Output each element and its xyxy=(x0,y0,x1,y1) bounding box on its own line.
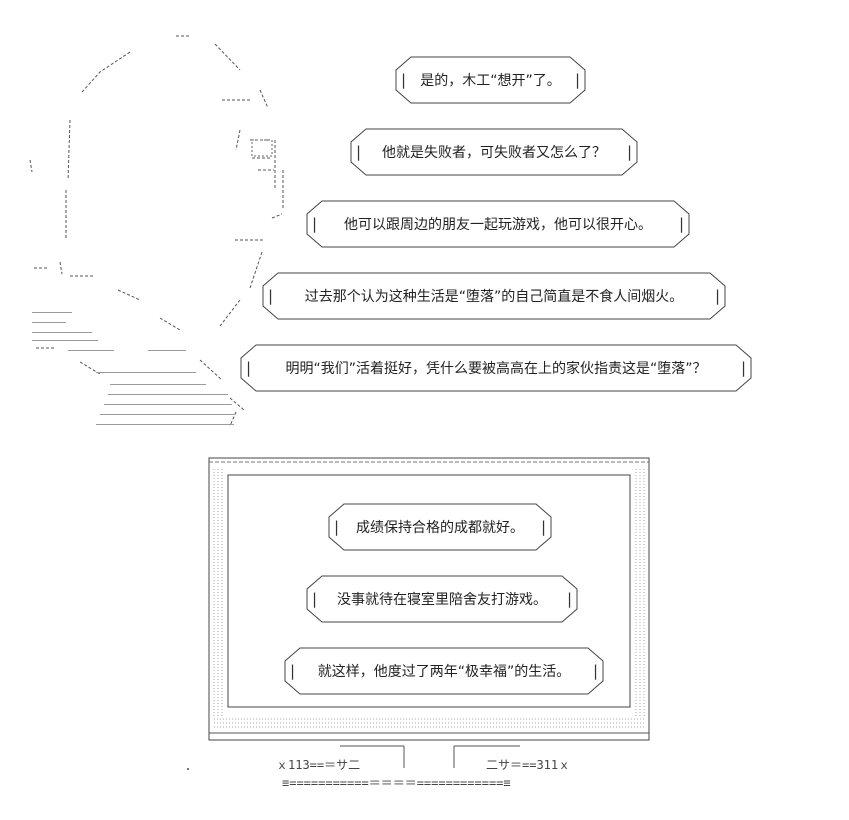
bubble-right-bar: | xyxy=(678,215,684,233)
bubble-outline-icon xyxy=(262,272,726,320)
bubble-outline-icon xyxy=(395,56,586,104)
bubble-text: 他就是失败者，可失败者又怎么了？ xyxy=(382,145,606,161)
bubble-left-bar: | xyxy=(290,662,296,680)
bubble-right-bar: | xyxy=(740,359,746,377)
bubble-text: 成绩保持合格的成都就好。 xyxy=(356,520,524,536)
panel-bubble-1: | | 成绩保持合格的成都就好。 xyxy=(328,503,552,551)
bubble-right-bar: | xyxy=(714,287,720,305)
bubble-right-bar: | xyxy=(566,590,572,608)
bubble-text: 是的，木工“想开”了。 xyxy=(420,73,561,89)
bubble-text: 过去那个认为这种生活是“堕落”的自己简直是不食人间烟火。 xyxy=(304,289,684,305)
bubble-text: 就这样，他度过了两年“极幸福”的生活。 xyxy=(317,664,571,680)
bubble-text: 明明“我们”活着挺好，凭什么要被高高在上的家伙指责这是“堕落”？ xyxy=(285,361,707,377)
bubble-left-bar: | xyxy=(312,215,318,233)
bubble-outline-icon xyxy=(284,647,604,695)
bubble-outline-icon xyxy=(306,575,578,623)
bubble-left-bar: | xyxy=(312,590,318,608)
framed-panel: | | 成绩保持合格的成都就好。 | | 没事就待在寝室里陪舍友打游戏。 | |… xyxy=(208,457,650,744)
bubble-outline-icon xyxy=(306,200,690,248)
bubble-outline-icon xyxy=(328,503,552,551)
bubble-text: 没事就待在寝室里陪舍友打游戏。 xyxy=(337,592,547,608)
bubble-left-bar: | xyxy=(268,287,274,305)
speech-bubble-5: | | 明明“我们”活着挺好，凭什么要被高高在上的家伙指责这是“堕落”？ xyxy=(240,344,752,392)
bubble-right-bar: | xyxy=(592,662,598,680)
stand-right-label: 二サ＝==311ｘ xyxy=(486,758,571,772)
stand-base-line: ≡===========＝＝＝＝============≡ xyxy=(282,776,511,790)
speech-bubble-4: | | 过去那个认为这种生活是“堕落”的自己简直是不食人间烟火。 xyxy=(262,272,726,320)
bubble-right-bar: | xyxy=(574,71,580,89)
bubble-right-bar: | xyxy=(540,518,546,536)
bubble-left-bar: | xyxy=(246,359,252,377)
bubble-outline-icon xyxy=(350,128,638,176)
stand-left-label: ｘ113==＝サ二 xyxy=(276,758,361,772)
bubble-outline-icon xyxy=(240,344,752,392)
bubble-right-bar: | xyxy=(626,143,632,161)
panel-bubble-3: | | 就这样，他度过了两年“极幸福”的生活。 xyxy=(284,647,604,695)
speech-bubble-1: | | 是的，木工“想开”了。 xyxy=(395,56,586,104)
bubble-left-bar: | xyxy=(356,143,362,161)
bubble-left-bar: | xyxy=(401,71,407,89)
speech-bubble-2: | | 他就是失败者，可失败者又怎么了？ xyxy=(350,128,638,176)
bubble-left-bar: | xyxy=(334,518,340,536)
speech-bubble-3: | | 他可以跟周边的朋友一起玩游戏，他可以很开心。 xyxy=(306,200,690,248)
bubble-text: 他可以跟周边的朋友一起玩游戏，他可以很开心。 xyxy=(344,217,652,233)
panel-bubble-2: | | 没事就待在寝室里陪舍友打游戏。 xyxy=(306,575,578,623)
